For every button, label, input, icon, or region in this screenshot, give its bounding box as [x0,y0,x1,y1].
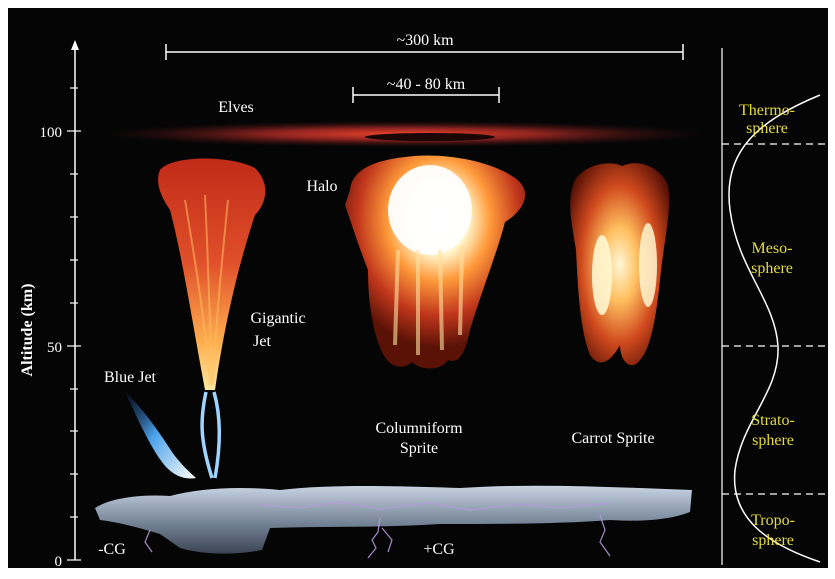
tick-label-50: 50 [47,340,62,356]
label-carrot-sprite: Carrot Sprite [571,430,654,447]
label-pos-cg: +CG [423,541,455,558]
layer-troposphere-line2: sphere [752,532,794,549]
label-elves: Elves [218,99,254,116]
label-blue-jet: Blue Jet [104,369,157,386]
layer-stratosphere-line2: sphere [752,432,794,449]
label-gigantic-line1: Gigantic [250,310,305,327]
label-columniform-line2: Sprite [400,440,438,457]
layer-mesosphere-line2: sphere [751,260,793,277]
y-axis-label: Altitude (km) [19,284,36,377]
layer-stratosphere-line1: Strato- [751,412,795,429]
layer-troposphere-line1: Tropo- [751,512,795,529]
elves-glow [105,121,705,147]
label-neg-cg: -CG [98,541,126,558]
scale-label-40-80km: ~40 - 80 km [387,76,466,93]
label-halo: Halo [306,178,337,195]
label-columniform-line1: Columniform [375,420,463,437]
tick-label-100: 100 [40,125,63,141]
tick-label-0: 0 [55,554,63,570]
scale-label-300km: ~300 km [396,32,454,49]
layer-thermosphere-line2: sphere [746,120,788,137]
layer-mesosphere-line1: Meso- [752,240,793,257]
layer-thermosphere-line1: Thermo- [739,102,795,119]
label-gigantic-line2: Jet [253,333,271,350]
